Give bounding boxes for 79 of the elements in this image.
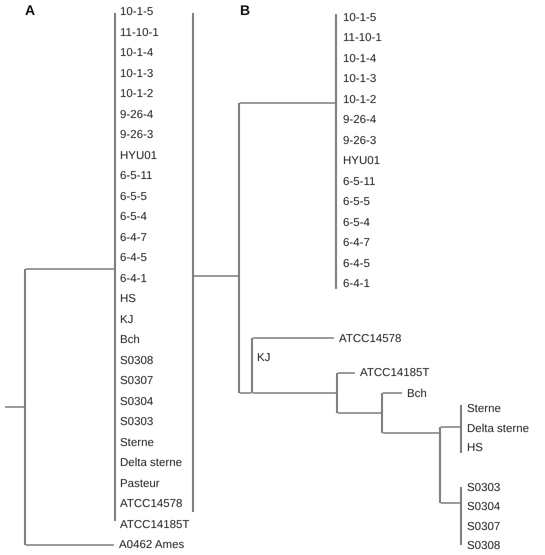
taxon-label: ATCC14578 — [120, 497, 182, 512]
branch-line — [338, 412, 382, 414]
taxon-label: Delta sterne — [467, 422, 530, 436]
taxon-label: HS — [120, 292, 136, 306]
branch-line — [460, 487, 462, 545]
taxon-label: HYU01 — [120, 148, 158, 163]
taxon-label: 11-10-1 — [120, 26, 159, 40]
taxon-label: 6-5-11 — [343, 174, 376, 189]
taxon-label: 6-4-1 — [120, 272, 147, 286]
branch-line — [26, 268, 114, 270]
taxon-label: KJ — [257, 351, 270, 365]
taxon-label: 6-5-4 — [120, 210, 147, 224]
branch-line — [335, 14, 337, 289]
taxon-label: 9-26-4 — [120, 108, 154, 122]
panel-label: B — [240, 2, 250, 18]
bracket-line — [192, 13, 194, 512]
branch-line — [240, 102, 336, 104]
taxon-label: Sterne — [467, 402, 501, 416]
taxon-label: 6-4-7 — [343, 236, 370, 250]
taxon-label: 10-1-4 — [120, 46, 154, 60]
taxon-label: KJ — [120, 312, 134, 327]
taxon-label: 10-1-3 — [120, 66, 154, 81]
taxon-label: 6-4-7 — [120, 230, 147, 245]
taxon-label: 6-4-1 — [343, 276, 370, 291]
taxon-label: S0303 — [467, 481, 500, 495]
taxon-label: ATCC14185T — [120, 518, 190, 532]
taxon-label: HYU01 — [343, 154, 380, 168]
taxon-label: S0308 — [467, 539, 500, 554]
taxon-label: S0304 — [467, 500, 500, 514]
taxon-label: 11-10-1 — [343, 31, 382, 46]
taxon-label: Sterne — [120, 436, 154, 450]
taxon-label: S0308 — [120, 354, 154, 368]
branch-line — [439, 427, 441, 503]
branch-line — [5, 406, 24, 408]
taxon-label: 9-26-3 — [120, 128, 154, 142]
branch-line — [114, 13, 116, 521]
taxon-label: Pasteur — [120, 476, 160, 491]
taxon-label: 6-5-5 — [343, 195, 370, 210]
branch-line — [26, 544, 114, 546]
taxon-label: 10-1-4 — [343, 52, 376, 66]
branch-line — [240, 392, 252, 394]
taxon-label: 9-26-4 — [343, 113, 376, 128]
taxon-label: 10-1-3 — [343, 72, 376, 86]
taxon-label: S0303 — [120, 415, 154, 430]
taxon-label: HS — [467, 441, 483, 456]
taxon-label: 6-4-5 — [343, 256, 370, 271]
branch-line — [24, 269, 26, 545]
branch-line — [252, 337, 334, 339]
panel-label: A — [25, 2, 36, 18]
taxon-label: 10-1-2 — [343, 92, 376, 107]
branch-line — [251, 338, 253, 393]
branch-line — [381, 393, 383, 433]
taxon-label: Delta sterne — [120, 456, 182, 470]
taxon-label: A0462 Ames — [114, 538, 184, 552]
taxon-label: 6-5-11 — [120, 169, 152, 184]
taxon-label: 10-1-2 — [120, 87, 154, 102]
branch-line — [440, 426, 460, 428]
branch-line — [440, 502, 460, 504]
taxon-label: Bch — [402, 387, 427, 401]
taxon-label: ATCC14185T — [355, 366, 430, 380]
taxon-label: 6-5-4 — [343, 216, 370, 230]
taxon-label: 9-26-3 — [343, 134, 376, 148]
branch-line — [382, 432, 440, 434]
taxon-label: S0307 — [120, 374, 154, 388]
taxon-label: 6-4-5 — [120, 251, 147, 266]
taxon-label: 10-1-5 — [343, 11, 376, 25]
branch-line — [382, 392, 402, 394]
branch-line — [252, 392, 336, 394]
taxon-label: S0304 — [120, 394, 154, 409]
taxon-label: S0307 — [467, 520, 500, 534]
taxon-label: ATCC14578 — [334, 332, 402, 346]
branch-line — [238, 103, 240, 393]
taxon-label: 6-5-5 — [120, 190, 147, 204]
taxon-label: Bch — [120, 333, 140, 348]
taxon-label: 10-1-5 — [120, 5, 154, 19]
branch-line — [338, 372, 355, 374]
branch-line — [194, 275, 238, 277]
branch-line — [336, 373, 338, 413]
branch-line — [460, 405, 462, 453]
